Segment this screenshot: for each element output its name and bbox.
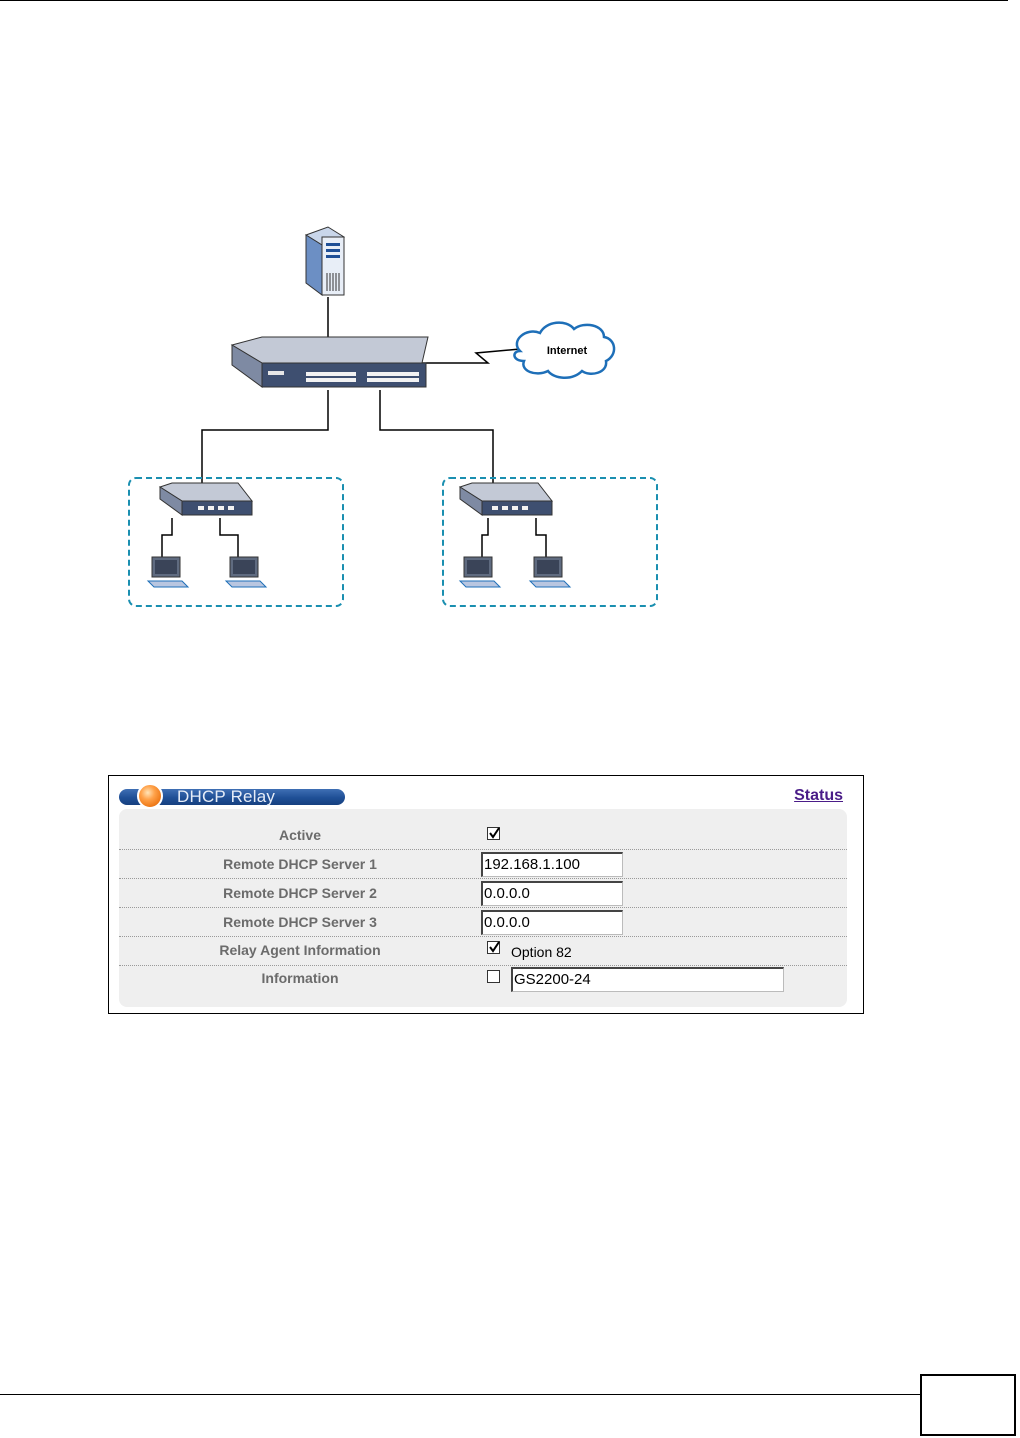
header-rule	[0, 0, 1008, 1]
remote-server-3-input[interactable]: 0.0.0.0	[481, 910, 623, 935]
subnet-group-right	[442, 477, 658, 607]
row-active: Active	[119, 821, 847, 850]
dhcp-relay-screen: DHCP Relay Status Active Remote DHCP Ser…	[108, 775, 864, 1014]
server-icon	[304, 226, 346, 296]
screen-title: DHCP Relay	[177, 787, 276, 806]
remote-server-1-input[interactable]: 192.168.1.100	[481, 852, 623, 877]
status-orb-icon	[137, 783, 163, 809]
title-bar	[119, 789, 345, 805]
active-checkbox[interactable]	[487, 827, 500, 840]
row-information: Information GS2200-24	[119, 966, 847, 995]
computer-icon	[224, 556, 268, 588]
remote-server-2-label: Remote DHCP Server 2	[223, 885, 377, 901]
page-number-box	[920, 1374, 1016, 1436]
computer-icon	[458, 556, 502, 588]
row-remote-server-1: Remote DHCP Server 1 192.168.1.100	[119, 850, 847, 879]
network-diagram: Internet	[110, 215, 670, 615]
switch-icon	[230, 336, 429, 388]
remote-server-2-input[interactable]: 0.0.0.0	[481, 881, 623, 906]
option-82-label: Option 82	[511, 944, 572, 960]
internet-cloud-icon: Internet	[513, 321, 616, 379]
row-remote-server-3: Remote DHCP Server 3 0.0.0.0	[119, 908, 847, 937]
network-diagram-svg: Internet	[128, 226, 658, 607]
subnet-group-left	[128, 477, 344, 607]
settings-panel: Active Remote DHCP Server 1 192.168.1.10…	[119, 809, 847, 1007]
information-label: Information	[261, 970, 339, 986]
checkbox-check-icon	[489, 941, 500, 953]
connection-lines	[161, 297, 547, 557]
computer-icon	[146, 556, 190, 588]
row-remote-server-2: Remote DHCP Server 2 0.0.0.0	[119, 879, 847, 908]
active-label: Active	[278, 827, 322, 843]
switch-icon	[458, 482, 554, 516]
switch-icon	[158, 482, 254, 516]
remote-server-3-label: Remote DHCP Server 3	[223, 914, 377, 930]
relay-agent-label: Relay Agent Information	[219, 942, 381, 958]
information-input[interactable]: GS2200-24	[511, 967, 784, 992]
internet-label: Internet	[547, 345, 588, 357]
checkbox-check-icon	[489, 827, 500, 839]
row-relay-agent-information: Relay Agent Information Option 82	[119, 937, 847, 966]
computer-icon	[528, 556, 572, 588]
status-link[interactable]: Status	[794, 787, 843, 804]
relay-agent-checkbox[interactable]	[487, 941, 500, 954]
information-checkbox[interactable]	[487, 970, 500, 983]
footer-rule	[0, 1394, 920, 1395]
remote-server-1-label: Remote DHCP Server 1	[223, 856, 377, 872]
